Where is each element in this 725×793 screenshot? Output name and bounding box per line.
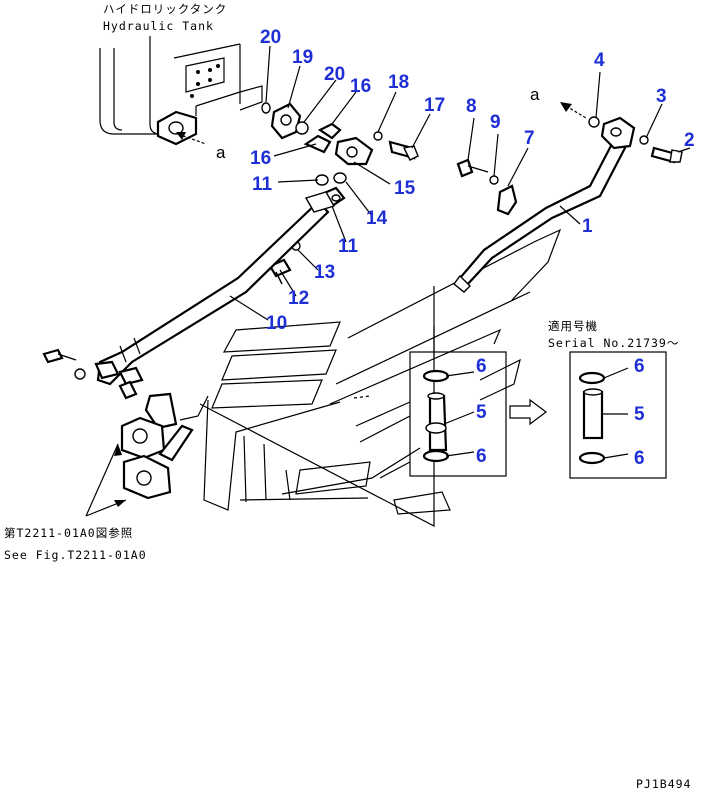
callout-2: 2 — [684, 130, 695, 151]
ref-letter-a-right: a — [530, 85, 540, 104]
drawing-code: PJ1B494 — [636, 777, 691, 791]
callout-6-right-bottom: 6 — [634, 448, 645, 469]
callout-18: 18 — [388, 72, 409, 93]
callout-8: 8 — [466, 96, 477, 117]
callout-9: 9 — [490, 112, 501, 133]
callout-6-left-bottom: 6 — [476, 446, 487, 467]
right-bolts — [456, 135, 683, 216]
callout-leaders — [229, 45, 691, 459]
callout-17: 17 — [424, 95, 445, 116]
hydraulic-tank — [99, 36, 263, 135]
callout-3: 3 — [656, 86, 667, 107]
callout-numbers: 20 19 20 16 18 17 8 9 7 4 3 2 1 16 15 11… — [250, 27, 695, 469]
callout-20-a: 20 — [260, 27, 281, 48]
callout-10: 10 — [266, 313, 287, 334]
callout-6-right-top: 6 — [634, 356, 645, 377]
callout-6-left-top: 6 — [476, 356, 487, 377]
callout-4: 4 — [594, 50, 605, 71]
tube-10 — [96, 191, 336, 386]
callout-14: 14 — [366, 208, 388, 229]
tank-flange — [156, 110, 207, 146]
ref-letter-a-left: a — [216, 143, 226, 162]
tank-label-jp: ハイドロリックタンク — [103, 2, 227, 16]
callout-19: 19 — [292, 47, 313, 68]
tube-1 — [453, 102, 636, 293]
serial-label-jp: 適用号機 — [548, 319, 598, 333]
see-figure-en: See Fig.T2211-01A0 — [4, 548, 147, 562]
callout-15: 15 — [394, 178, 416, 199]
callout-5-right: 5 — [634, 404, 645, 425]
tank-label-en: Hydraulic Tank — [103, 19, 214, 33]
callout-7: 7 — [524, 128, 535, 149]
callout-20-b: 20 — [324, 64, 345, 85]
callout-5-left: 5 — [476, 402, 487, 423]
detail-arrow — [509, 398, 547, 426]
callout-12: 12 — [288, 288, 309, 309]
hose-detail-right — [569, 351, 667, 479]
see-figure-jp: 第T2211-01A0図参照 — [4, 526, 133, 540]
callout-16-b: 16 — [250, 148, 271, 169]
callout-11-b: 11 — [338, 236, 359, 257]
callout-16-a: 16 — [350, 76, 371, 97]
upper-flange-parts — [261, 102, 419, 166]
callout-13: 13 — [314, 262, 335, 283]
left-lower-fittings — [42, 348, 209, 500]
serial-label-en: Serial No.21739～ — [548, 336, 679, 350]
callout-11-a: 11 — [252, 174, 273, 195]
see-figure-arrows — [85, 443, 127, 517]
callout-1: 1 — [582, 216, 593, 237]
hose-detail-left — [409, 286, 507, 477]
